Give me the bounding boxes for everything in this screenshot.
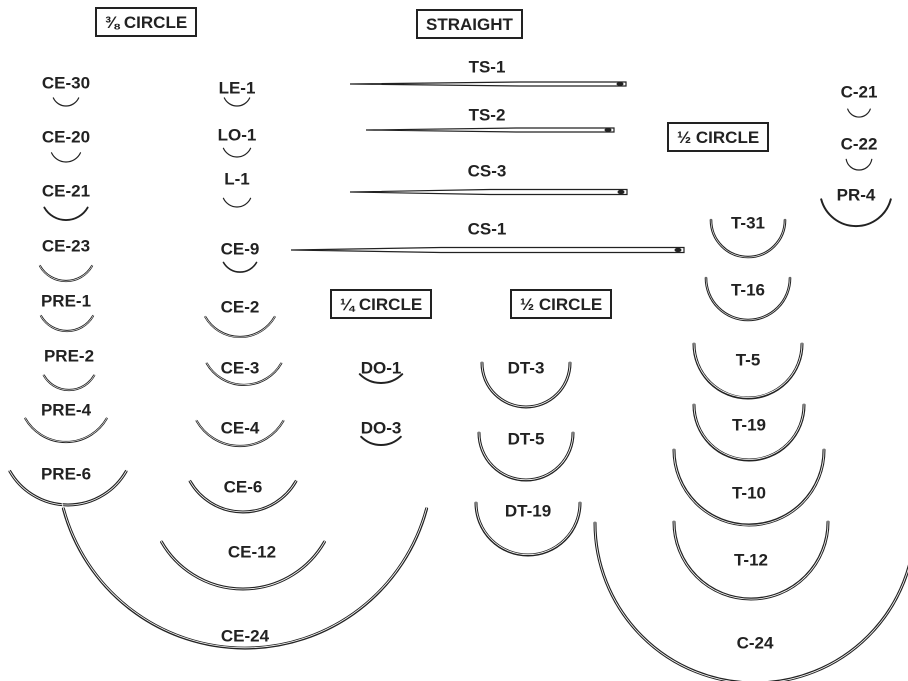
needle-shape-ce9 bbox=[222, 261, 258, 273]
needle-shape-ts1-eye bbox=[616, 82, 624, 86]
needle-shape-ts2 bbox=[365, 127, 615, 133]
needle-shape-ce23-highlight bbox=[38, 263, 94, 282]
needle-label-ts1: TS-1 bbox=[468, 57, 506, 77]
needle-shape-dt3-highlight bbox=[481, 359, 571, 408]
needle-shape-do1 bbox=[358, 373, 404, 384]
needle-label-ce3: CE-3 bbox=[220, 358, 260, 378]
needle-label-pre6: PRE-6 bbox=[40, 464, 92, 484]
needle-label-lo1: LO-1 bbox=[217, 125, 257, 145]
needle-shape-ce3-highlight bbox=[205, 360, 283, 386]
needle-label-ce2: CE-2 bbox=[220, 297, 260, 317]
needle-label-pre1: PRE-1 bbox=[40, 291, 92, 311]
needle-shape-ce30 bbox=[52, 97, 80, 107]
needle-shape-lo1 bbox=[222, 147, 252, 158]
needle-shape-ts2-eye bbox=[604, 128, 612, 132]
needle-shape-pre1-highlight bbox=[39, 313, 95, 332]
needle-label-do3: DO-3 bbox=[360, 418, 402, 438]
needle-shape-ce12-highlight bbox=[158, 535, 328, 590]
needle-shape-c21 bbox=[847, 108, 871, 118]
needle-shape-ce2-highlight bbox=[203, 314, 277, 338]
needle-label-t31: T-31 bbox=[730, 213, 766, 233]
header-quarter-circle: ¼ CIRCLE bbox=[330, 289, 433, 319]
needle-shape-c22 bbox=[845, 158, 873, 171]
needle-shape-ts1 bbox=[349, 81, 627, 87]
needle-label-do1: DO-1 bbox=[360, 358, 402, 378]
needle-shape-t5-highlight bbox=[693, 339, 803, 398]
needle-shape-pre2 bbox=[42, 374, 96, 392]
needle-label-c21: C-21 bbox=[840, 82, 878, 102]
needle-label-ce21: CE-21 bbox=[41, 181, 91, 201]
needle-shape-pre6-highlight bbox=[7, 467, 129, 506]
needle-label-l1: L-1 bbox=[224, 169, 250, 189]
needle-shape-pre1 bbox=[39, 314, 95, 333]
needle-label-ce20: CE-20 bbox=[41, 127, 91, 147]
needle-shape-do3 bbox=[360, 435, 402, 446]
needle-shape-cs1 bbox=[290, 246, 685, 254]
needle-label-pre4: PRE-4 bbox=[40, 400, 92, 420]
header-straight: STRAIGHT bbox=[416, 9, 523, 39]
needle-label-cs3: CS-3 bbox=[467, 161, 507, 181]
needle-label-cs1: CS-1 bbox=[467, 219, 507, 239]
needle-shape-ce23 bbox=[38, 264, 94, 283]
needle-label-ce24: CE-24 bbox=[220, 626, 270, 646]
needle-shape-ce4-highlight bbox=[194, 417, 286, 447]
needle-shape-dt19-highlight bbox=[475, 499, 581, 555]
needle-label-pr4: PR-4 bbox=[836, 185, 876, 205]
needle-shape-ce6-highlight bbox=[187, 477, 299, 513]
needle-shape-t12-highlight bbox=[673, 516, 829, 600]
needle-label-c24: C-24 bbox=[736, 633, 774, 653]
needle-shape-pre4-highlight bbox=[23, 415, 109, 443]
needle-label-t10: T-10 bbox=[731, 483, 767, 503]
needle-label-ce6: CE-6 bbox=[223, 477, 263, 497]
needle-shape-le1 bbox=[223, 97, 251, 107]
header-half-circle-right: ½ CIRCLE bbox=[667, 122, 770, 152]
needle-shape-pre4 bbox=[24, 417, 108, 444]
needle-shape-t16-highlight bbox=[705, 274, 791, 321]
needle-shape-c24-highlight bbox=[594, 511, 908, 681]
needle-shape-cs3 bbox=[349, 188, 628, 196]
needle-label-ce4: CE-4 bbox=[220, 418, 260, 438]
needle-label-dt3: DT-3 bbox=[507, 358, 545, 378]
needle-shape-t10-highlight bbox=[673, 444, 825, 526]
needle-label-ts2: TS-2 bbox=[468, 105, 506, 125]
needle-shape-t31-highlight bbox=[710, 217, 786, 258]
needle-shape-ce24-highlight bbox=[60, 495, 430, 649]
needle-shape-dt5-highlight bbox=[478, 429, 574, 481]
needle-shape-pre2-highlight bbox=[42, 373, 96, 391]
straight-needles bbox=[290, 81, 685, 254]
needle-shape-ce2 bbox=[204, 315, 276, 339]
needle-label-pre2: PRE-2 bbox=[43, 346, 95, 366]
needle-shape-ce21 bbox=[43, 206, 89, 221]
needle-shape-cs3-eye bbox=[617, 189, 625, 195]
header-three-eighths-circle: ⅜ CIRCLE bbox=[95, 7, 198, 37]
needle-label-ce30: CE-30 bbox=[41, 73, 91, 93]
needle-label-dt19: DT-19 bbox=[504, 501, 552, 521]
needle-shape-t19-highlight bbox=[693, 400, 805, 460]
needle-shape-pr4 bbox=[820, 198, 892, 227]
needle-label-t12: T-12 bbox=[733, 550, 769, 570]
needle-shape-ce20 bbox=[50, 152, 82, 163]
needle-label-dt5: DT-5 bbox=[507, 429, 545, 449]
needle-shape-c24 bbox=[593, 521, 908, 681]
needle-label-c22: C-22 bbox=[840, 134, 878, 154]
needle-shape-l1 bbox=[222, 197, 252, 208]
needle-label-le1: LE-1 bbox=[218, 78, 256, 98]
needle-label-t5: T-5 bbox=[735, 350, 761, 370]
needle-label-ce23: CE-23 bbox=[41, 236, 91, 256]
header-half-circle-middle: ½ CIRCLE bbox=[510, 289, 613, 319]
needle-label-t19: T-19 bbox=[731, 415, 767, 435]
needle-label-ce12: CE-12 bbox=[227, 542, 277, 562]
needle-label-ce9: CE-9 bbox=[220, 239, 260, 259]
curved-needles bbox=[7, 97, 908, 681]
needle-label-t16: T-16 bbox=[730, 280, 766, 300]
needle-shape-cs1-eye bbox=[674, 247, 682, 253]
